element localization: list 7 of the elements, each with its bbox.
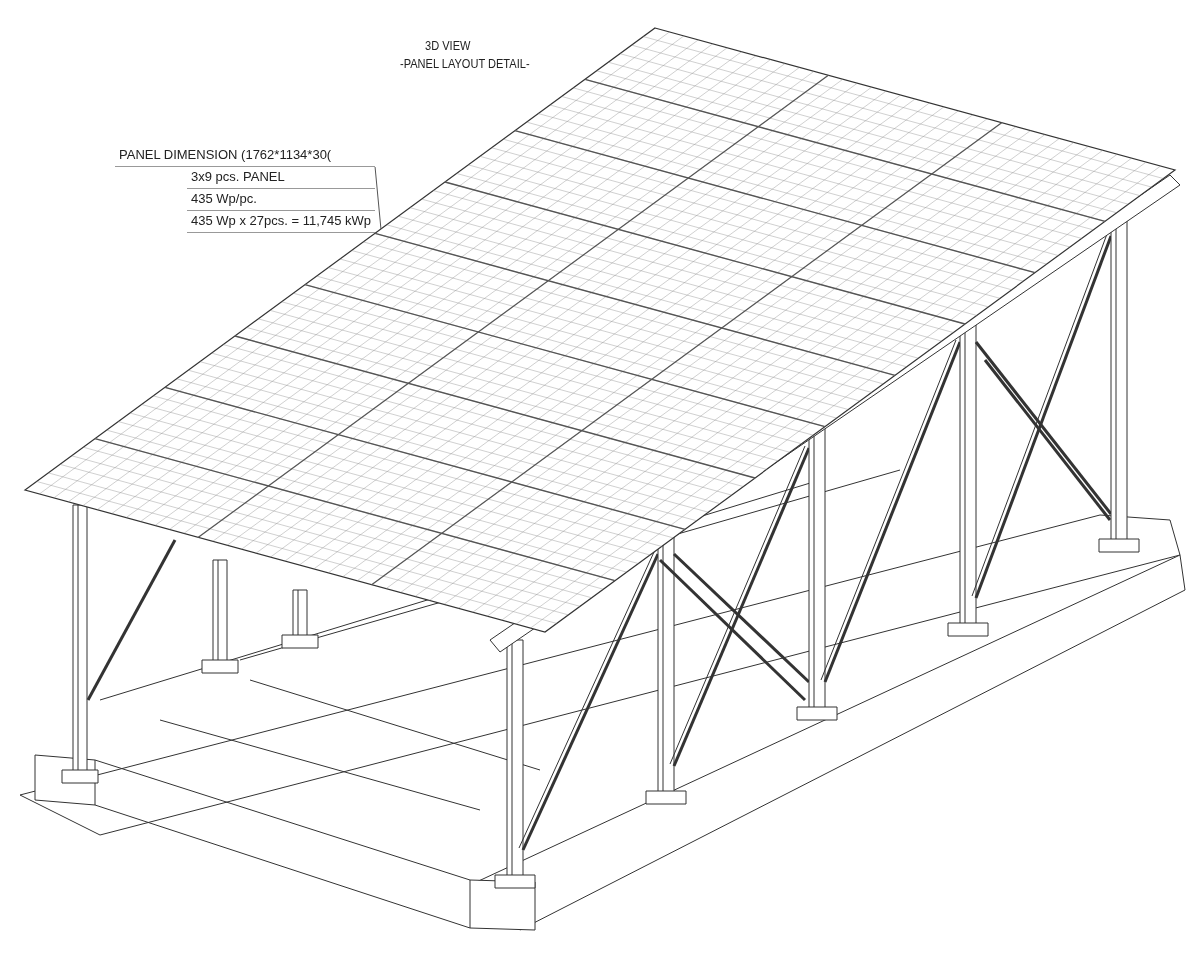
callout-text: 3x9 pcs. PANEL: [187, 167, 376, 189]
callout-text: 435 Wp x 27pcs. = 11,745 kWp: [187, 211, 376, 233]
view-subtitle: -PANEL LAYOUT DETAIL-: [400, 56, 530, 71]
view-title: 3D VIEW: [425, 38, 471, 53]
leader-line: [374, 166, 382, 230]
callout-text: 435 Wp/pc.: [187, 189, 376, 211]
callout-text: PANEL DIMENSION (1762*1134*30(: [115, 145, 376, 167]
